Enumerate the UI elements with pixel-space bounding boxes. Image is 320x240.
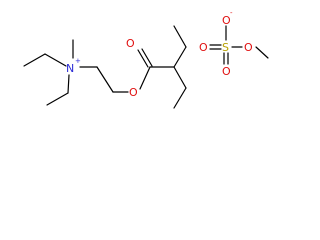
bond-ch-ethylup-b [173,25,187,48]
bond-ch-ethyldown-a [173,66,187,89]
bond-n-ethyl2-a [67,74,70,94]
bond-o-carbonyl-c [139,66,151,90]
double-oxygen-bottom-label: O [222,65,231,78]
chemical-structure-diagram: N + O O S O - O O O [23,9,269,109]
anion-structure: S O - O O O [199,9,269,78]
cation-structure: N + O O [23,25,187,109]
bond-carbonyl-double-b [141,48,153,67]
bond-n-ethyl2-b [46,92,69,106]
nitrogen-label: N [66,62,74,75]
oxide-oxygen-charge: - [230,9,233,17]
bond-carbonyl-double-a [137,49,149,68]
carbonyl-oxygen-label: O [126,37,135,50]
bond-n-ethyl1-a [44,53,67,67]
bond-o-methyl [255,46,269,59]
bond-n-ethyl1-b [23,53,46,67]
ester-oxygen-label: O [129,86,138,99]
double-oxygen-left-label: O [199,41,208,54]
nitrogen-charge: + [75,57,81,65]
oxide-oxygen-label: O [222,14,231,27]
sulfur-label: S [222,41,229,54]
bond-ch2-ch2 [96,66,114,93]
bond-ch-ethyldown-b [173,87,187,109]
structure-canvas: N + O O S O - O O O [23,9,269,109]
methoxy-oxygen-label: O [244,41,253,54]
bond-ch-ethylup-a [173,46,187,68]
